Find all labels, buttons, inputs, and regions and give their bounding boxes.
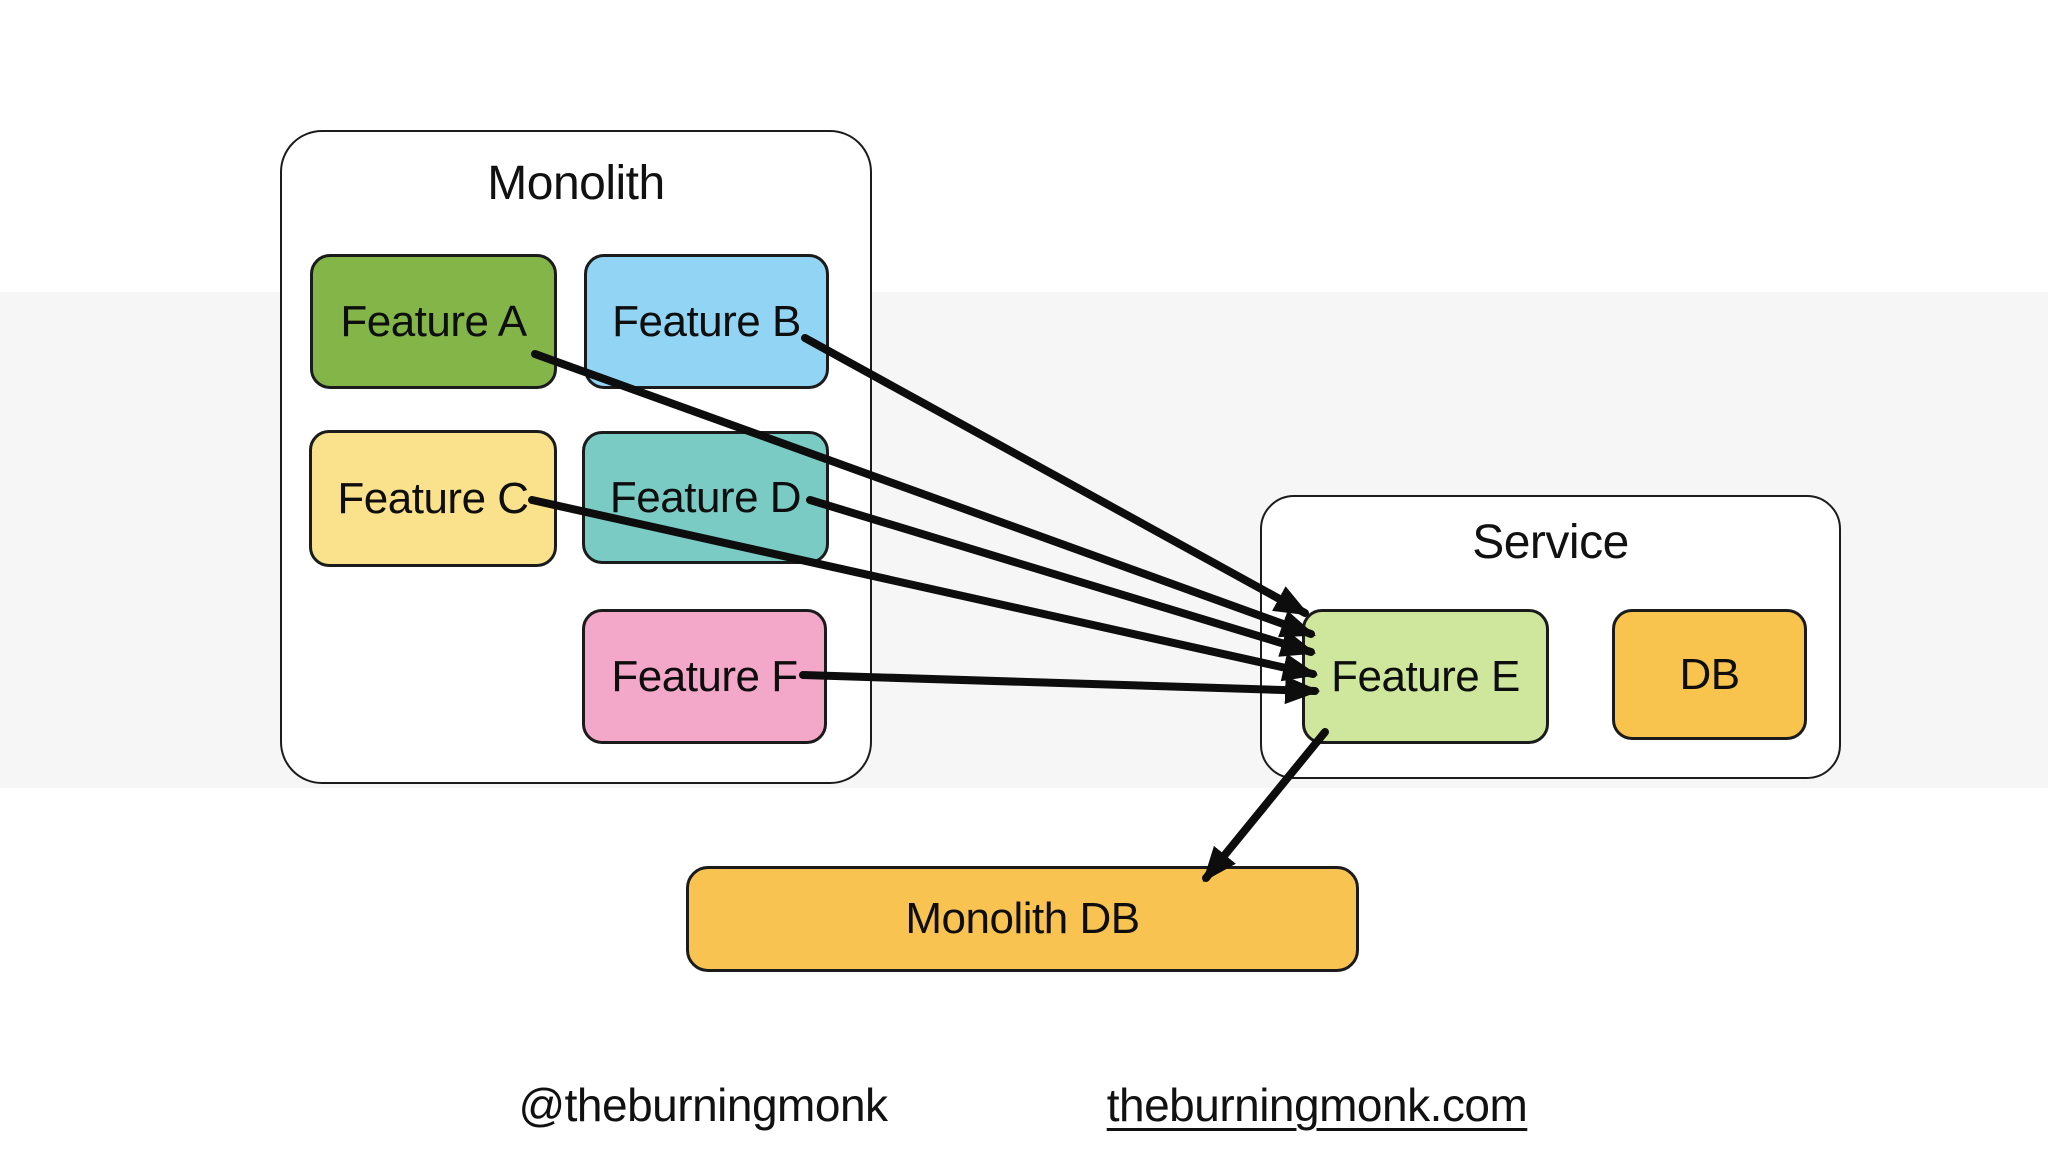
feature-b-label: Feature B [612, 296, 801, 346]
feature-e-box: Feature E [1302, 609, 1549, 744]
monolith-db-label: Monolith DB [905, 894, 1140, 943]
footer-website-link[interactable]: theburningmonk.com [1106, 1079, 1528, 1131]
feature-e-label: Feature E [1331, 651, 1520, 701]
feature-d-box: Feature D [582, 431, 829, 564]
service-title: Service [1472, 516, 1629, 569]
feature-f-label: Feature F [611, 651, 798, 701]
footer-twitter-handle: @theburningmonk [518, 1079, 888, 1131]
monolith-db-box: Monolith DB [686, 866, 1359, 972]
feature-d-label: Feature D [609, 472, 802, 522]
feature-a-label: Feature A [340, 296, 527, 346]
feature-a-box: Feature A [310, 254, 557, 389]
service-db-label: DB [1679, 649, 1740, 699]
feature-f-box: Feature F [582, 609, 827, 744]
service-db-box: DB [1612, 609, 1807, 740]
monolith-container: Monolith Feature A Feature B Feature C F… [280, 130, 872, 784]
feature-b-box: Feature B [584, 254, 829, 389]
feature-c-label: Feature C [337, 473, 529, 523]
feature-c-box: Feature C [309, 430, 557, 567]
monolith-title: Monolith [487, 157, 665, 210]
service-container: Service Feature E DB [1260, 495, 1841, 779]
